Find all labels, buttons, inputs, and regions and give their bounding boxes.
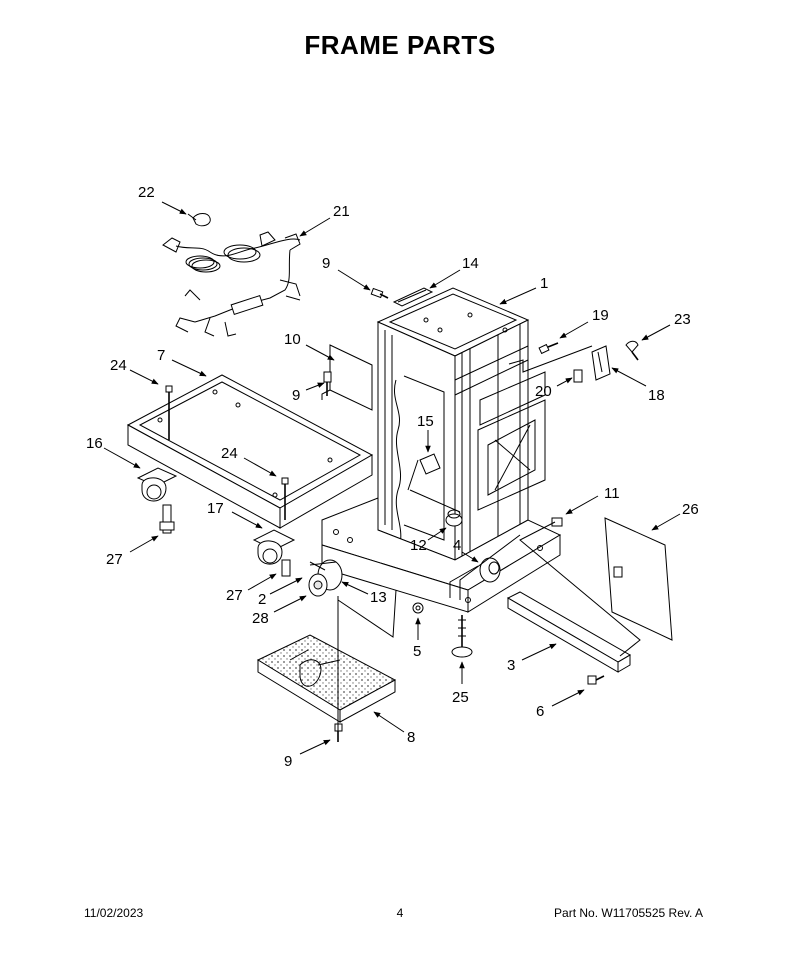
page-title: FRAME PARTS	[304, 30, 496, 60]
callout-17: 17	[207, 500, 224, 517]
callout-15: 15	[417, 413, 434, 430]
washer-5-part	[412, 602, 424, 614]
bracket-18-part	[591, 345, 611, 381]
callout-20: 20	[535, 383, 552, 400]
connector-plug-part	[187, 213, 211, 227]
switch-15-part	[419, 453, 441, 475]
callout-23: 23	[674, 311, 691, 328]
base-tray-part	[126, 374, 374, 529]
screw-19-part	[538, 342, 559, 355]
callout-19: 19	[592, 307, 609, 324]
callout-1: 1	[540, 275, 548, 292]
callout-13: 13	[370, 589, 387, 606]
base-pan-8-part	[256, 634, 397, 723]
callout-27: 27	[106, 551, 123, 568]
callout-24: 24	[110, 357, 127, 374]
caster-16-part	[136, 467, 178, 534]
callout-27: 27	[226, 587, 243, 604]
callout-25: 25	[452, 689, 469, 706]
callout-10: 10	[284, 331, 301, 348]
callout-3: 3	[507, 657, 515, 674]
panel-26-part	[604, 517, 673, 641]
callout-16: 16	[86, 435, 103, 452]
callout-5: 5	[413, 643, 421, 660]
grommet-12-part	[445, 509, 463, 527]
screw-9a-part	[370, 287, 389, 299]
callout-18: 18	[648, 387, 665, 404]
wire-harness-part	[162, 231, 301, 337]
leader-lines	[309, 345, 641, 740]
main-frame-part	[376, 287, 546, 561]
screw-24a-part	[165, 385, 173, 440]
callout-4: 4	[453, 537, 461, 554]
callout-2: 2	[258, 591, 266, 608]
callout-26: 26	[682, 501, 699, 518]
callout-arrows	[103, 201, 681, 755]
callout-12: 12	[410, 537, 427, 554]
callout-9: 9	[322, 255, 330, 272]
callout-9: 9	[284, 753, 292, 770]
callout-28: 28	[252, 610, 269, 627]
footer-date: 11/02/2023	[84, 906, 144, 920]
callout-21: 21	[333, 203, 350, 220]
callout-14: 14	[462, 255, 479, 272]
screw-24b-part	[281, 477, 289, 520]
footer-page-number: 4	[396, 906, 404, 920]
callout-6: 6	[536, 703, 544, 720]
callout-24: 24	[221, 445, 238, 462]
footer-part-number: Part No. W11705525 Rev. A	[554, 906, 703, 920]
caster-17-part	[252, 529, 296, 577]
callout-labels: 22 21 9 14 1 19 23 10 9 20 18 7 24 16 24…	[86, 184, 699, 770]
clip-20-part	[573, 369, 583, 383]
screw-11-part	[551, 517, 563, 527]
callout-8: 8	[407, 729, 415, 746]
callout-22: 22	[138, 184, 155, 201]
wheel-part	[308, 559, 343, 597]
callout-11: 11	[604, 485, 620, 502]
bracket-10-part	[321, 344, 373, 411]
rail-3-part	[506, 591, 631, 673]
pin-23-part	[625, 340, 639, 361]
fitting-4-part	[479, 557, 501, 583]
callout-7: 7	[157, 347, 165, 364]
bracket-14-part	[392, 287, 434, 307]
leveling-leg-25-part	[451, 615, 473, 658]
callout-9: 9	[292, 387, 300, 404]
screw-6-part	[587, 675, 605, 685]
